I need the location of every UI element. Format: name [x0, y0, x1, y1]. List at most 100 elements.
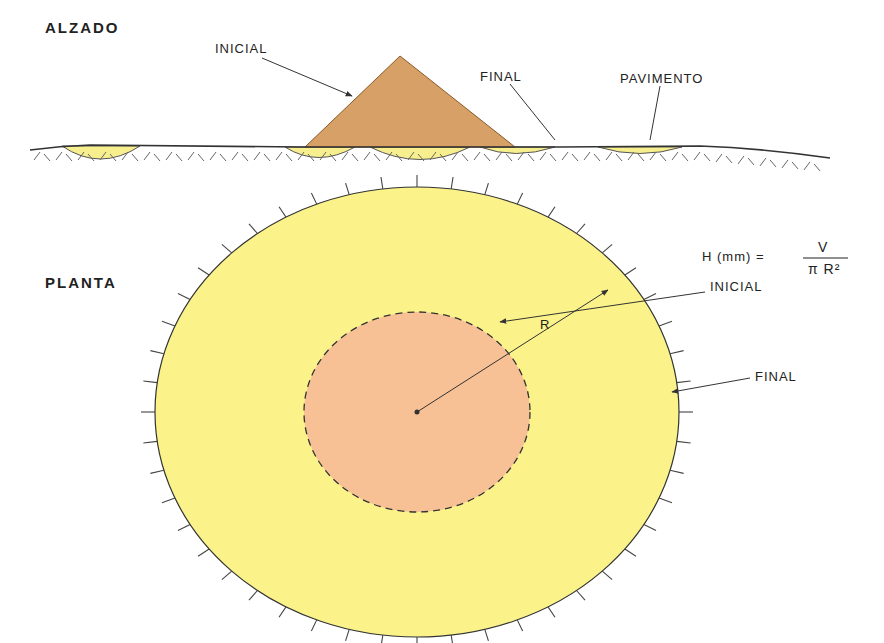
hatch-stroke [298, 152, 314, 161]
hatch-stroke [576, 591, 585, 601]
hatch-stroke [672, 152, 688, 161]
hatch-stroke [548, 207, 555, 217]
hatch-stroke [485, 629, 489, 641]
ground-hatching [34, 152, 820, 171]
formula-text: V [818, 240, 828, 254]
hatch-stroke [279, 207, 286, 217]
part-label: FINAL [755, 370, 797, 383]
hatch-stroke [517, 193, 522, 204]
hatch-stroke [677, 381, 691, 383]
final-sand-patch [155, 187, 679, 637]
hatch-stroke [659, 498, 672, 503]
hatch-stroke [644, 294, 656, 300]
pavement-line [30, 145, 830, 158]
part-label: PAVIMENTO [620, 72, 703, 85]
hatch-stroke [311, 193, 316, 204]
hatch-stroke [517, 620, 522, 631]
hatch-stroke [625, 549, 636, 556]
hatch-stroke [364, 152, 380, 161]
hatch-stroke [386, 152, 402, 161]
hatch-stroke [249, 224, 258, 234]
hatch-stroke [606, 152, 622, 161]
hatch-stroke [162, 321, 175, 326]
part-label: INICIAL [710, 280, 763, 293]
patch-edge-hatching [141, 175, 693, 643]
hatch-stroke [144, 152, 160, 161]
hatch-stroke [562, 152, 578, 161]
hatch-stroke [320, 152, 336, 161]
hatch-stroke [694, 152, 710, 161]
hatch-stroke [451, 177, 453, 189]
hatch-stroke [451, 635, 453, 643]
hatch-stroke [78, 152, 94, 161]
hatch-stroke [408, 152, 424, 161]
hatch-stroke [416, 637, 417, 643]
hatch-stroke [198, 549, 209, 556]
hatch-stroke [760, 158, 776, 167]
hatch-stroke [804, 162, 820, 171]
part-label: FINAL [480, 70, 522, 83]
hatch-stroke [644, 525, 656, 531]
hatch-stroke [150, 351, 164, 354]
hatch-stroke [381, 177, 383, 189]
hatch-stroke [166, 152, 182, 161]
fraction-bar [803, 257, 848, 258]
part-label: INICIAL [215, 42, 268, 55]
hatch-stroke [650, 152, 666, 161]
hatch-stroke [346, 629, 350, 641]
hatch-stroke [162, 498, 175, 503]
hatch-stroke [518, 152, 534, 161]
formula-text: H (mm) = [702, 250, 765, 263]
hatch-stroke [677, 441, 691, 443]
leader-line [510, 84, 555, 140]
view-title: ALZADO [45, 20, 120, 35]
hatch-stroke [670, 351, 684, 354]
hatch-stroke [342, 152, 358, 161]
hatch-stroke [178, 525, 190, 531]
leader-line [672, 378, 750, 392]
hatch-stroke [143, 381, 157, 383]
hatch-stroke [381, 635, 383, 643]
hatch-stroke [346, 183, 350, 195]
hatch-stroke [122, 152, 138, 161]
hatch-stroke [416, 175, 417, 187]
hatch-stroke [210, 152, 226, 161]
view-title: PLANTA [45, 275, 117, 290]
hatch-stroke [540, 152, 556, 161]
hatch-stroke [34, 152, 50, 161]
hatch-stroke [602, 244, 612, 252]
dimension-label: R [540, 318, 550, 331]
hatch-stroke [311, 620, 316, 631]
hatch-stroke [141, 411, 155, 412]
hatch-stroke [188, 152, 204, 161]
hatch-stroke [485, 183, 489, 195]
hatch-stroke [679, 411, 693, 412]
hatch-stroke [430, 152, 446, 161]
hatch-stroke [143, 441, 157, 443]
hatch-stroke [576, 224, 585, 234]
hatch-stroke [249, 591, 258, 601]
hatch-stroke [452, 152, 468, 161]
hatch-stroke [548, 607, 555, 617]
hatch-stroke [198, 268, 209, 275]
hatch-stroke [782, 160, 798, 169]
hatch-stroke [496, 152, 512, 161]
hatch-stroke [670, 470, 684, 473]
hatch-stroke [659, 321, 672, 326]
hatch-stroke [584, 152, 600, 161]
hatch-stroke [56, 152, 72, 161]
hatch-stroke [474, 152, 490, 161]
formula-text: π R² [808, 262, 840, 276]
hatch-stroke [628, 152, 644, 161]
hatch-stroke [100, 152, 116, 161]
hatch-stroke [276, 152, 292, 161]
hatch-stroke [254, 152, 270, 161]
hatch-stroke [602, 571, 612, 579]
hatch-stroke [738, 156, 754, 165]
leader-line [262, 58, 352, 96]
hatch-stroke [222, 571, 232, 579]
hatch-stroke [279, 607, 286, 617]
leader-line [500, 292, 705, 322]
